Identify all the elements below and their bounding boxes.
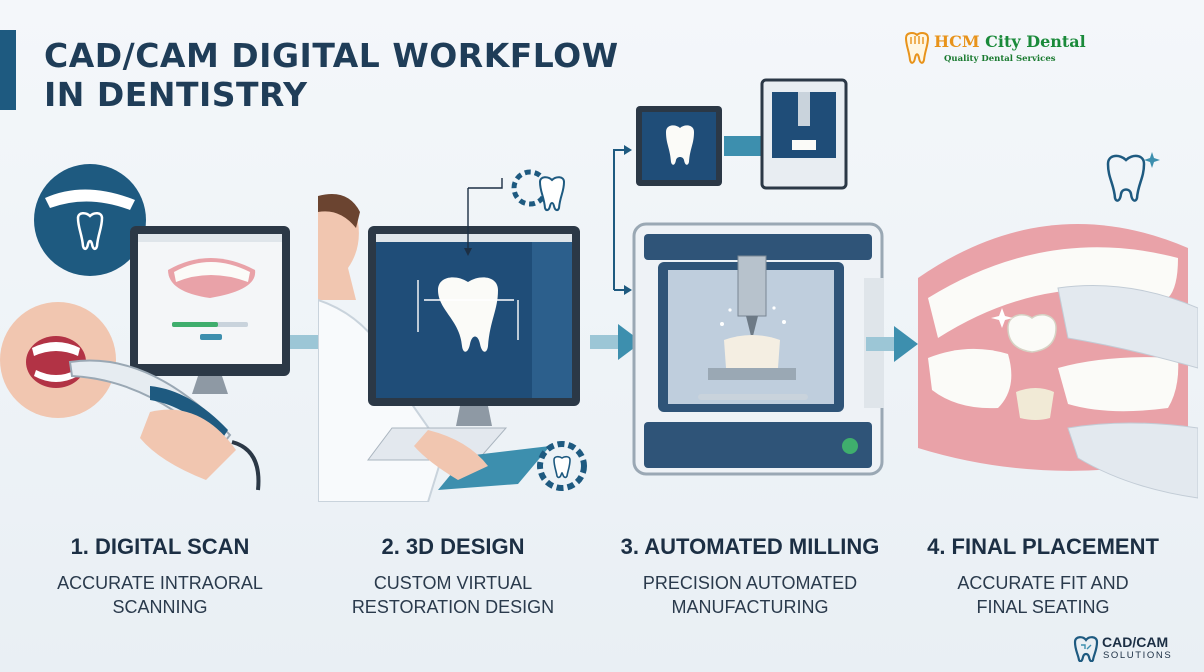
brand-tagline: Quality Dental Services [944, 54, 1056, 64]
scanner-icon-circle [34, 164, 146, 276]
clinician-hand [140, 409, 236, 480]
footer-brand-sub: SOLUTIONS [1103, 650, 1173, 661]
tooth-icon [538, 176, 566, 212]
brand-name-rest: City Dental [979, 32, 1086, 51]
tooth-circuit-icon [1073, 636, 1099, 662]
cad-side-panel [532, 242, 572, 398]
step-2-description: CUSTOM VIRTUAL RESTORATION DESIGN [351, 573, 555, 617]
designer-hand [414, 430, 488, 480]
door-handle [698, 394, 808, 400]
spindle [737, 255, 767, 317]
machine-top-panel [644, 234, 872, 260]
step-4-description: ACCURATE FIT AND FINAL SEATING [957, 573, 1129, 617]
new-crown [1007, 314, 1057, 353]
brand-logo-block: HCM City Dental Quality Dental Services [902, 30, 1092, 70]
cadcam-solutions-logo: CAD/CAM SOLUTIONS [1072, 634, 1192, 664]
designer-head [318, 197, 359, 300]
lower-teeth-left [928, 348, 1012, 409]
crown-preview [666, 125, 694, 165]
step-1-title: 1. DIGITAL SCAN [70, 534, 250, 559]
ceramic-block [724, 335, 780, 368]
sparkle-icon [991, 308, 1013, 328]
sparkle-tooth-icon [1106, 154, 1146, 202]
designer-hair [318, 194, 360, 228]
scan-monitor-screen [138, 234, 282, 364]
step-3-description: PRECISION AUTOMATED MANUFACTURING [642, 573, 858, 617]
gear-tooth-icon [537, 441, 587, 491]
gloved-finger-lower [1067, 422, 1198, 499]
scanner-wand-icon [45, 189, 135, 210]
monitor-stand [456, 406, 492, 426]
power-button [842, 438, 858, 454]
digital-scan-illustration [0, 164, 290, 491]
monitor-stand [192, 376, 228, 394]
step-4-title: 4. FINAL PLACEMENT [927, 534, 1159, 559]
virtual-tooth-model [438, 277, 498, 352]
flow-arrow-2 [590, 324, 642, 360]
tooth-icon [76, 212, 104, 250]
upper-teeth [928, 247, 1178, 338]
footer-brand-name: CAD/CAM [1102, 634, 1169, 650]
sparkle-icon [1144, 152, 1160, 168]
gloved-finger-upper [1057, 285, 1198, 369]
workflow-connector-line [613, 149, 628, 290]
automated-milling-illustration [613, 78, 884, 476]
machine-base [644, 422, 872, 468]
brand-name: HCM City Dental [934, 32, 1086, 51]
milling-bur [746, 316, 758, 340]
step-2-title: 2. 3D DESIGN [381, 534, 525, 559]
title-accent-bar [0, 30, 16, 110]
scan-progress-bar [172, 322, 218, 327]
work-platform [708, 368, 796, 380]
page-title: CAD/CAM DIGITAL WORKFLOW IN DENTISTRY [44, 36, 619, 114]
lower-teeth-right [1058, 357, 1179, 412]
flow-arrow-3 [866, 326, 918, 362]
step-1-description: ACCURATE INTRAORAL SCANNING [57, 573, 263, 617]
final-placement-illustration [918, 152, 1198, 499]
scanner-cable [231, 440, 261, 491]
tooth-logo-icon [904, 32, 930, 64]
brand-name-highlight: HCM [934, 32, 980, 51]
prepared-tooth-abutment [1016, 388, 1054, 420]
3d-design-illustration [318, 169, 587, 502]
step-3-title: 3. AUTOMATED MILLING [620, 534, 880, 559]
